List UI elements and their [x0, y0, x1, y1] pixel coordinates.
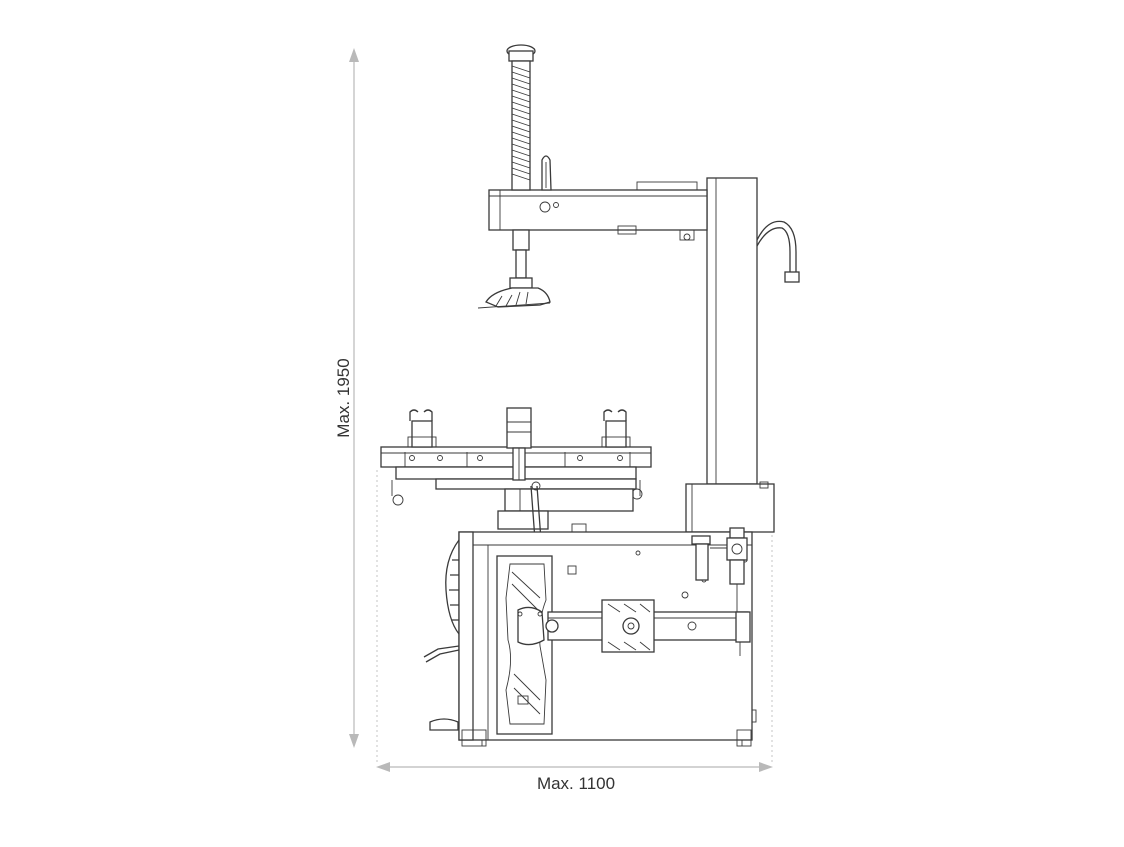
- bead-breaker-shoe: [496, 555, 553, 735]
- jaw-right: [601, 409, 631, 448]
- height-label: Max. 1950: [334, 358, 353, 437]
- width-label: Max. 1100: [537, 774, 615, 793]
- rear-panel: [751, 532, 757, 740]
- pedal-lower: [429, 718, 459, 731]
- air-hose: [756, 220, 800, 283]
- air-regulator: [691, 527, 748, 612]
- arm-lever: [541, 155, 552, 191]
- width-dimension: Max. 1100: [376, 470, 773, 793]
- jaw-left: [407, 409, 437, 448]
- spring-column: [506, 44, 536, 191]
- height-dimension: Max. 1950: [334, 48, 359, 748]
- turntable-cylinder: [497, 488, 634, 533]
- vertical-column: [685, 177, 775, 533]
- side-tyre-rest: [445, 539, 460, 635]
- mount-head: [477, 229, 551, 309]
- center-post: [506, 407, 532, 481]
- bead-breaker-arm: [545, 599, 751, 656]
- pedal-upper: [423, 645, 460, 663]
- horizontal-arm: [488, 181, 708, 241]
